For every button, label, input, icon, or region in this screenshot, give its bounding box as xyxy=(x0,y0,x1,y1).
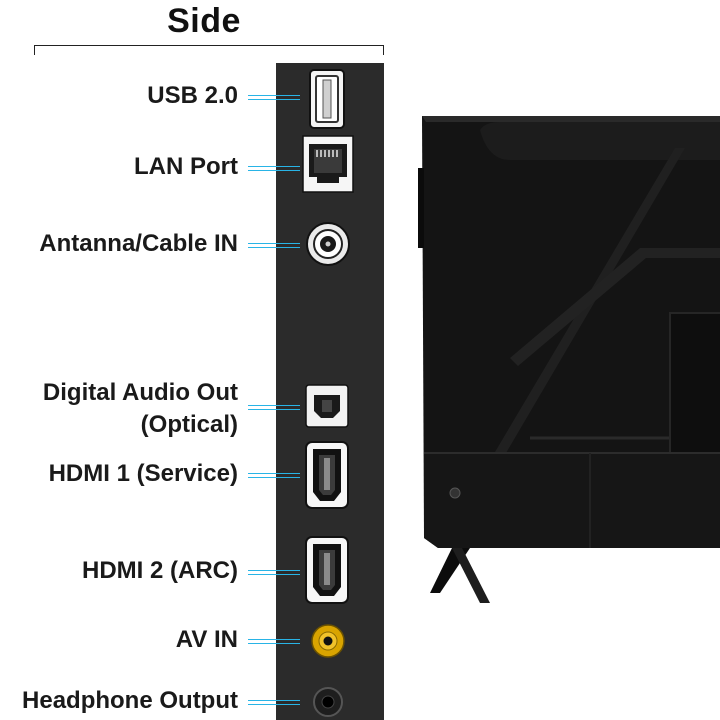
lan-label: LAN Port xyxy=(134,153,238,180)
tv-back-illustration xyxy=(418,116,720,603)
side-title: Side xyxy=(167,2,241,40)
headphone-port-icon xyxy=(313,687,343,717)
lan-leader-line xyxy=(248,166,300,171)
headphone-label: Headphone Output xyxy=(22,687,238,714)
optical-leader-line xyxy=(248,405,300,410)
hdmi2-port-icon xyxy=(305,536,349,604)
headphone-leader-line xyxy=(248,700,300,705)
av-leader-line xyxy=(248,639,300,644)
lan-port-icon xyxy=(302,135,354,193)
hdmi1-leader-line xyxy=(248,473,300,478)
antenna-leader-line xyxy=(248,243,300,248)
antenna-port-icon xyxy=(306,222,350,266)
optical-port-icon xyxy=(305,384,349,428)
usb-leader-line xyxy=(248,95,300,100)
usb-port-icon xyxy=(309,69,345,129)
hdmi2-label: HDMI 2 (ARC) xyxy=(82,557,238,584)
side-bracket xyxy=(34,45,384,55)
hdmi1-port-icon xyxy=(305,441,349,509)
av-in-port-icon xyxy=(311,624,345,658)
optical-label-line1: Digital Audio Out xyxy=(42,379,238,406)
antenna-label: Antanna/Cable IN xyxy=(39,230,238,257)
optical-label-line2: (Optical) xyxy=(140,411,238,438)
usb-label: USB 2.0 xyxy=(147,82,238,109)
hdmi2-leader-line xyxy=(248,570,300,575)
hdmi1-label: HDMI 1 (Service) xyxy=(48,460,238,487)
av-label: AV IN xyxy=(175,626,238,653)
